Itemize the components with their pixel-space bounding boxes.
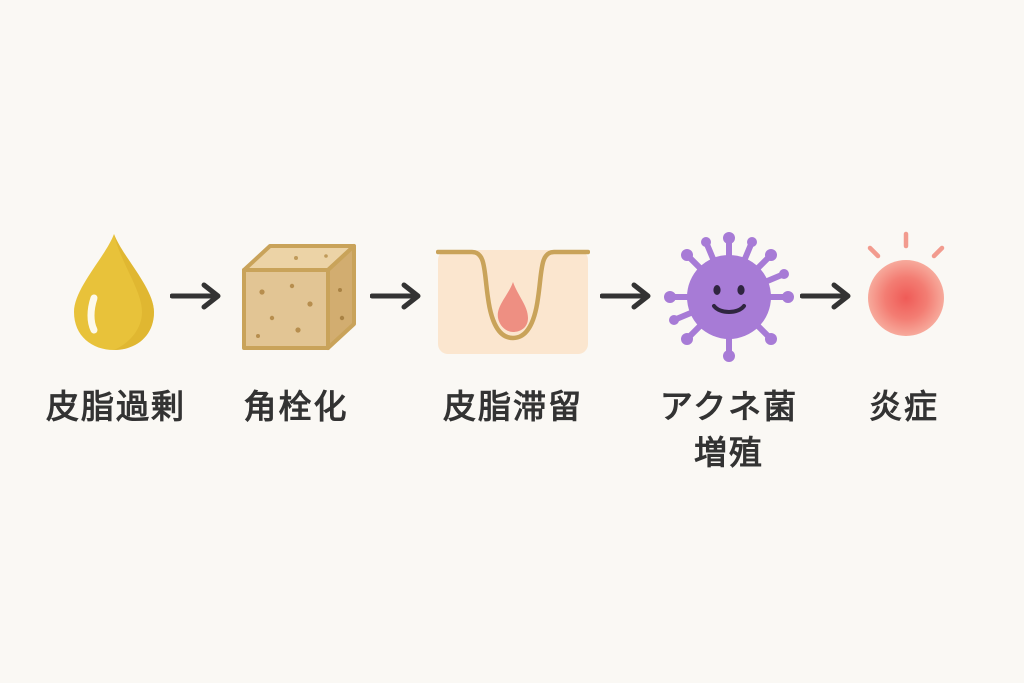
- right-arrow-icon: [800, 282, 851, 310]
- step-label-sebum-retention: 皮脂滞留: [443, 387, 583, 426]
- right-arrow-icon: [600, 282, 651, 310]
- keratin-plug-cube-icon: [242, 244, 356, 350]
- right-arrow-icon: [170, 282, 221, 310]
- step-label-inflammation: 炎症: [869, 387, 939, 426]
- step-label-acne-bacteria: アクネ菌 増殖: [642, 384, 816, 476]
- clogged-pore-icon: [436, 249, 590, 354]
- step-label-acne-bacteria-line1: アクネ菌: [659, 387, 799, 426]
- inflammation-icon: [867, 231, 945, 336]
- acne-bacteria-icon: [664, 232, 794, 362]
- step-label-sebum-excess: 皮脂過剰: [46, 387, 186, 426]
- right-arrow-icon: [370, 282, 421, 310]
- step-label-keratin-plug: 角栓化: [243, 387, 349, 426]
- step-label-acne-bacteria-line2: 増殖: [694, 433, 764, 472]
- oil-drop-icon: [74, 234, 154, 350]
